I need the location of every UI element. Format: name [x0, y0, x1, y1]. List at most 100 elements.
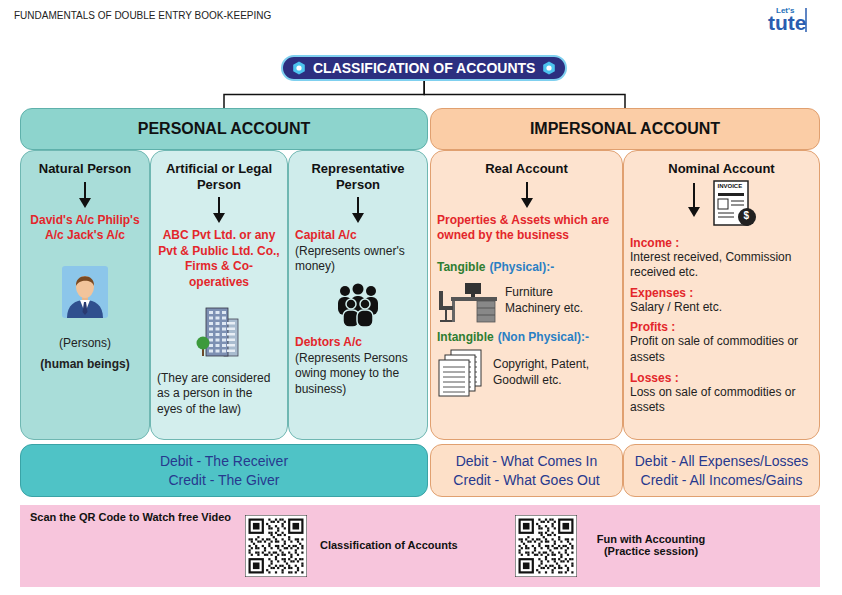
- rect-part: [209, 311, 213, 314]
- rect-part: [216, 338, 220, 341]
- example-text: Salary / Rent etc.: [630, 300, 813, 316]
- rect-part: [266, 523, 268, 525]
- rect-part: [222, 333, 226, 336]
- rect-part: [295, 565, 297, 567]
- circle-part: [366, 286, 376, 296]
- rect-part: [222, 316, 226, 319]
- tree-connector: [224, 81, 424, 108]
- path-part: [213, 213, 225, 223]
- qr-icon: [245, 515, 307, 577]
- rect-part: [552, 525, 554, 527]
- rect-part: [282, 558, 284, 560]
- qr-icon: [515, 515, 577, 577]
- rect-part: [536, 523, 538, 525]
- rect-part: [288, 552, 290, 554]
- rect-part: [547, 554, 549, 556]
- rect-part: [541, 567, 543, 569]
- rect-part: [277, 560, 279, 562]
- example-text: Profit on sale of commodities or assets: [630, 334, 813, 365]
- rect-part: [556, 563, 558, 565]
- rect-part: [290, 541, 292, 543]
- rect-part: [541, 532, 543, 534]
- rect-part: [547, 567, 549, 569]
- rect-part: [445, 310, 447, 320]
- rect-part: [532, 552, 534, 554]
- category-note: (Non Physical):-: [498, 330, 589, 344]
- rect-part: [567, 567, 569, 569]
- rect-part: [222, 322, 226, 325]
- rect-part: [560, 541, 562, 543]
- rect-part: [543, 536, 545, 538]
- rect-part: [282, 519, 284, 521]
- rect-part: [571, 545, 573, 547]
- column-heading: Natural Person: [27, 161, 143, 177]
- panel-heading: IMPERSONAL ACCOUNT: [430, 108, 820, 150]
- line-part: [477, 314, 495, 315]
- rect-part: [527, 536, 529, 538]
- circle-part: [353, 283, 364, 294]
- polygon-part: [293, 62, 305, 75]
- item-row: Tangible(Physical):-: [437, 260, 616, 274]
- rect-part: [279, 549, 281, 551]
- rect-part: [275, 558, 277, 560]
- ellipse-part: [76, 276, 94, 298]
- rect-part: [249, 552, 251, 554]
- rect-part: [552, 558, 554, 560]
- rect-part: [282, 532, 284, 534]
- column-heading: Real Account: [437, 161, 616, 177]
- rect-part: [275, 556, 277, 558]
- rule-text: Credit - What Goes Out: [431, 471, 622, 490]
- rect-part: [560, 554, 562, 556]
- qr-caption: Classification of Accounts: [320, 539, 458, 551]
- category-text: Profits :: [630, 320, 813, 334]
- rule-text: Debit - All Expenses/Losses: [624, 452, 819, 471]
- rect-part: [519, 558, 534, 573]
- person-drawing: [62, 266, 108, 318]
- rect-part: [541, 534, 543, 536]
- rect-part: [275, 519, 277, 521]
- rect-part: [565, 571, 567, 573]
- rect-part: [209, 316, 213, 319]
- rect-part: [571, 571, 573, 573]
- rect-part: [271, 541, 273, 543]
- rect-part: [515, 515, 577, 577]
- hex-icon: [292, 61, 306, 75]
- rect-part: [567, 547, 569, 549]
- rect-part: [209, 349, 213, 352]
- path-part: [79, 198, 91, 208]
- impersonal-panel: Real AccountProperties & Assets which ar…: [430, 108, 820, 497]
- qr-drawing: [515, 515, 577, 577]
- rect-part: [560, 547, 562, 549]
- rect-part: [301, 547, 303, 549]
- rect-part: [257, 541, 259, 543]
- rule-box: Debit - What Comes InCredit - What Goes …: [430, 444, 623, 497]
- rect-part: [268, 527, 270, 529]
- rect-part: [257, 547, 259, 549]
- rect-part: [216, 333, 220, 336]
- rect-part: [465, 283, 481, 294]
- rect-part: [571, 565, 573, 567]
- rect-part: [297, 560, 299, 562]
- rect-part: [266, 569, 268, 571]
- rect-part: [547, 547, 549, 549]
- rect-part: [563, 523, 570, 530]
- rect-part: [547, 521, 549, 523]
- line-part: [443, 391, 465, 392]
- rect-part: [558, 545, 560, 547]
- rule-text: Credit - All Incomes/Gains: [624, 471, 819, 490]
- rect-part: [284, 521, 286, 523]
- circle-part: [197, 336, 210, 349]
- rect-part: [264, 549, 266, 551]
- line-part: [443, 366, 465, 367]
- rect-part: [552, 523, 554, 525]
- rect-part: [558, 571, 560, 573]
- rect-part: [519, 519, 534, 534]
- icon-label: $: [744, 210, 750, 221]
- example-text: Debtors A/c: [295, 335, 421, 351]
- item-row: Intangible(Non Physical):-: [437, 330, 616, 344]
- rect-part: [293, 560, 295, 562]
- rect-part: [521, 560, 532, 571]
- title-text: CLASSIFICATION OF ACCOUNTS: [313, 60, 535, 76]
- rect-part: [547, 560, 549, 562]
- rect-part: [264, 554, 266, 556]
